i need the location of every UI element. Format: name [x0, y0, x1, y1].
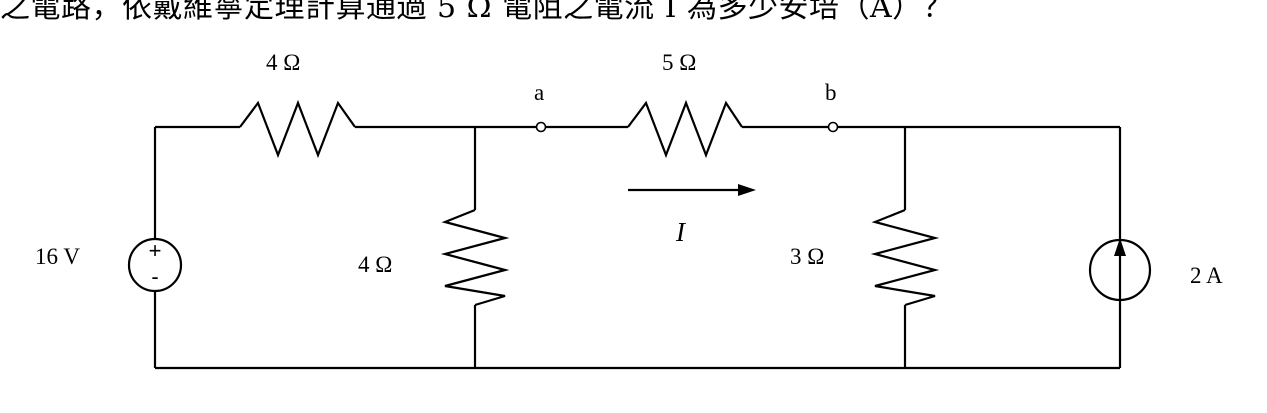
- resistor-3ohm: [870, 208, 940, 307]
- voltage-source: + -: [127, 237, 183, 293]
- label-resistor-3ohm: 3 Ω: [790, 244, 824, 269]
- current-source-arrow-head: [1114, 238, 1126, 256]
- question-text: 之電路，依戴維寧定理計算通過 5 Ω 電阻之電流 I 為多少安培（A）？: [0, 0, 954, 25]
- label-resistor-5ohm: 5 Ω: [662, 50, 696, 75]
- label-voltage-source: 16 V: [35, 244, 80, 269]
- current-source: [1088, 238, 1152, 302]
- voltage-source-circle: [127, 237, 183, 293]
- resistor-middle: [440, 208, 510, 307]
- label-resistor-top-left: 4 Ω: [266, 50, 300, 75]
- label-resistor-middle: 4 Ω: [358, 252, 392, 277]
- resistor-5ohm: [627, 99, 743, 159]
- wires: [153, 125, 1122, 370]
- question-banner: 之電路，依戴維寧定理計算通過 5 Ω 電阻之電流 I 為多少安培（A）？: [0, 0, 1267, 40]
- label-terminal-a: a: [534, 80, 544, 105]
- terminal-b: [827, 121, 839, 133]
- resistor-top-left: [239, 99, 356, 159]
- label-terminal-b: b: [825, 80, 837, 105]
- voltage-source-plus: +: [149, 238, 162, 263]
- current-arrow: [628, 184, 756, 196]
- terminal-a: [535, 121, 547, 133]
- voltage-source-minus: -: [151, 264, 158, 289]
- label-current-source: 2 A: [1190, 263, 1223, 288]
- label-current-I: I: [675, 217, 687, 247]
- current-arrow-head: [738, 184, 756, 196]
